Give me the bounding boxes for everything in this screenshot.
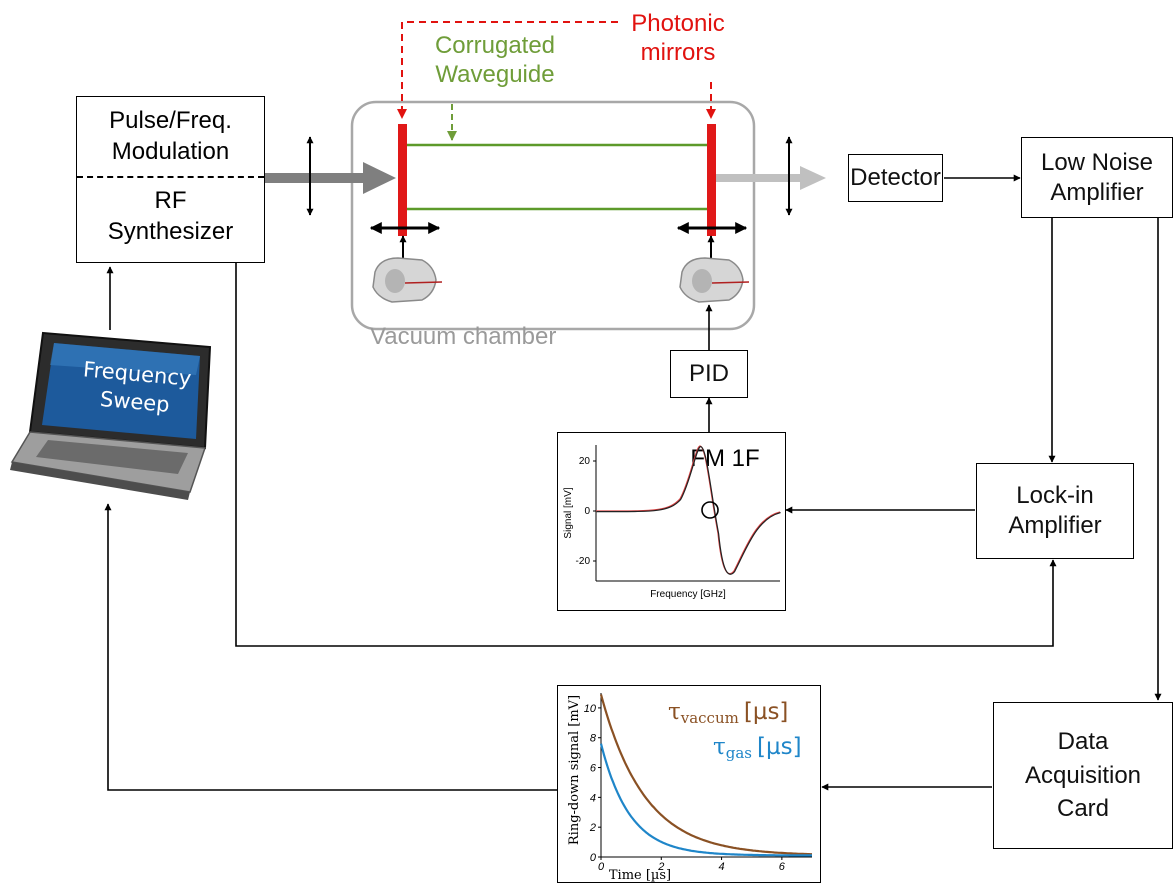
mirrors-label: Photonic mirrors bbox=[618, 10, 738, 68]
waveguide-label-line-2: Waveguide bbox=[435, 60, 555, 88]
ring-down-vacuum-trace bbox=[599, 694, 812, 856]
ring-down-xtick-label: 0 bbox=[598, 861, 605, 873]
vacuum-chamber-label: Vacuum chamber bbox=[370, 323, 557, 350]
ring-down-ytick-label: 8 bbox=[590, 733, 597, 745]
ring-down-ytick-label: 4 bbox=[590, 792, 596, 804]
arrow-synthesizer-to-lockin bbox=[235, 262, 1057, 647]
modulation-synthesizer-box: Pulse/Freq. Modulation RF Synthesizer bbox=[76, 96, 265, 263]
fm-plot-ytick-label-20: 20 bbox=[579, 456, 591, 467]
ring-down-xlabel: Time [µs] bbox=[609, 868, 671, 882]
output-mirror bbox=[707, 124, 716, 236]
ring-down-plot: 0 2 4 6 8 10 0 2 4 6 Ring-down signal [mV] Time [… bbox=[557, 685, 821, 883]
arrow-ringdown-to-laptop bbox=[104, 503, 557, 791]
fm-plot-ytick-label-0: 0 bbox=[584, 506, 590, 517]
output-beam-arrow bbox=[713, 166, 826, 190]
laptop-icon bbox=[10, 331, 212, 500]
input-piezo-stage bbox=[372, 235, 443, 303]
fm-plot-curve bbox=[596, 445, 781, 575]
detector-box: Detector bbox=[848, 154, 943, 202]
vacuum-chamber bbox=[350, 100, 756, 331]
lock-in-amplifier-box: Lock-in Amplifier bbox=[976, 463, 1134, 559]
ring-down-xtick-label: 6 bbox=[779, 861, 786, 873]
photonic-mirrors-callout bbox=[397, 21, 618, 119]
mirrors-label-line-1: Photonic bbox=[631, 10, 725, 37]
fm-plot-lock-point bbox=[701, 501, 719, 519]
output-piezo-stage bbox=[679, 235, 750, 303]
ring-down-ytick-label: 2 bbox=[589, 822, 596, 834]
fm-signal-plot: 20 0 -20 Signal [mV] Frequency [GHz] FM … bbox=[557, 432, 786, 611]
ring-down-ytick-label: 10 bbox=[584, 703, 597, 715]
pid-box: PID bbox=[670, 350, 748, 398]
ring-down-ylabel: Ring-down signal [mV] bbox=[567, 695, 582, 845]
laptop-screen-text: Frequency Sweep bbox=[82, 357, 193, 418]
legend-gas: τgas[µs] bbox=[713, 734, 802, 762]
ring-down-ytick-label: 0 bbox=[590, 852, 597, 864]
legend-vacuum: τvaccum[µs] bbox=[668, 699, 788, 727]
ring-down-gas-trace bbox=[599, 743, 812, 857]
mirrors-label-line-2: mirrors bbox=[640, 38, 716, 66]
fm-plot-title: FM 1F bbox=[690, 445, 759, 472]
ring-down-xtick-label: 4 bbox=[719, 861, 725, 873]
waveguide-label: Corrugated Waveguide bbox=[425, 32, 565, 90]
fm-plot-xlabel: Frequency [GHz] bbox=[650, 589, 726, 600]
synthesizer-label: RF Synthesizer bbox=[107, 187, 234, 246]
input-beam-arrow bbox=[265, 162, 396, 194]
fm-plot-ylabel: Signal [mV] bbox=[563, 487, 574, 538]
ring-down-xtick-label: 2 bbox=[657, 861, 664, 873]
fm-plot-ytick-label-neg20: -20 bbox=[576, 556, 591, 567]
modulation-divider bbox=[77, 176, 264, 178]
low-noise-amplifier-box: Low Noise Amplifier bbox=[1021, 137, 1173, 218]
data-acquisition-card-box: Data Acquisition Card bbox=[993, 702, 1173, 849]
input-mirror bbox=[398, 124, 407, 236]
ring-down-ytick-label: 6 bbox=[590, 763, 597, 775]
modulation-label: Pulse/Freq. Modulation bbox=[109, 107, 232, 166]
waveguide-label-line-1: Corrugated bbox=[434, 32, 556, 59]
